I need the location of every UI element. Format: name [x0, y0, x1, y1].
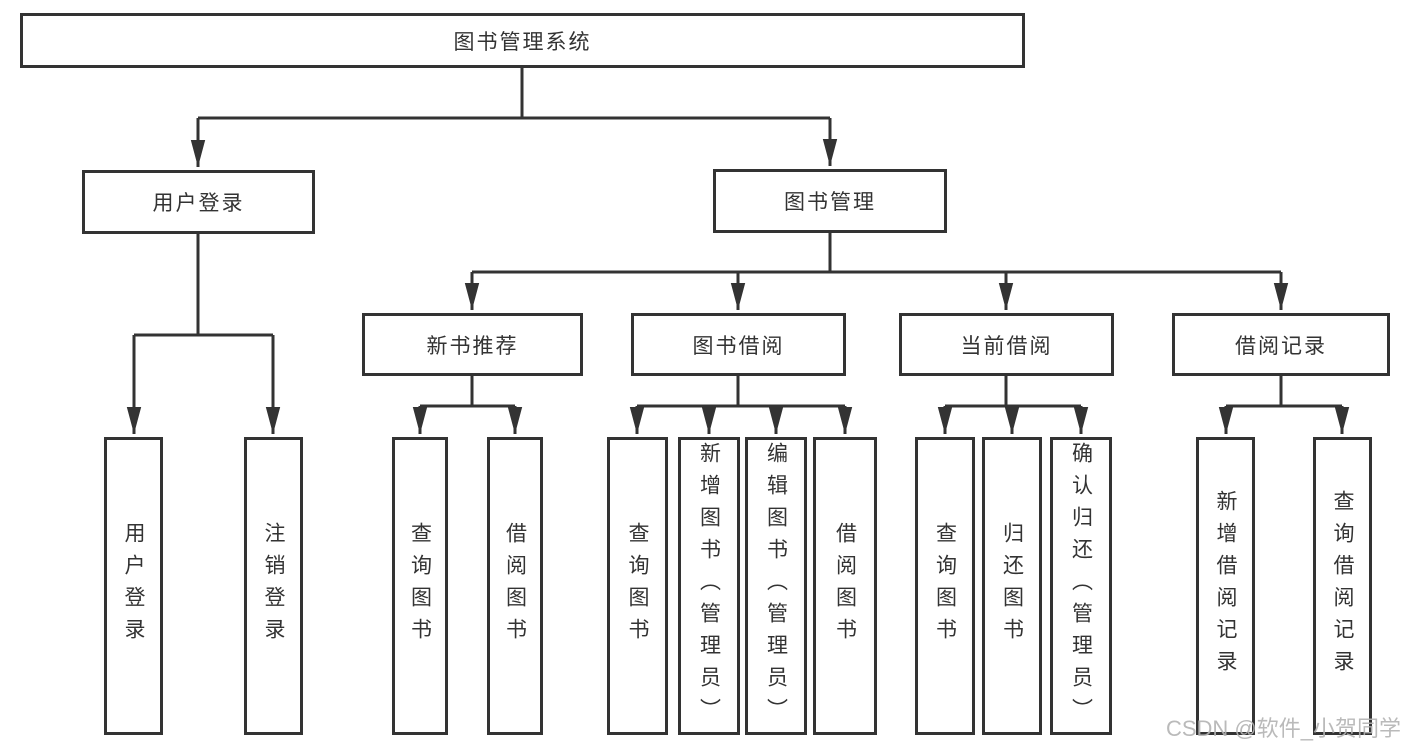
leaf-return-book-label: 归还图书 — [1000, 522, 1024, 650]
connector-root-to-level2 — [190, 68, 838, 167]
leaf-query-borrow-record-label: 查询借阅记录 — [1331, 490, 1354, 682]
leaf-edit-book-admin-label: 编辑图书（管理员） — [764, 442, 788, 730]
connector-book-management-children — [464, 233, 1289, 310]
leaf-user-login: 用户登录 — [104, 437, 163, 735]
node-user-login-label: 用户登录 — [152, 192, 245, 215]
watermark-text: CSDN @软件_小贺同学 — [1165, 716, 1401, 741]
leaf-query-books-borrow-label: 查询图书 — [626, 522, 649, 650]
node-root: 图书管理系统 — [20, 13, 1025, 68]
leaf-confirm-return-admin: 确认归还（管理员） — [1050, 437, 1112, 735]
leaf-add-book-admin-label: 新增图书（管理员） — [697, 442, 721, 730]
leaf-query-books-recommend-label: 查询图书 — [408, 522, 432, 650]
connector-user-login-children — [126, 234, 281, 434]
leaf-query-books-recommend: 查询图书 — [392, 437, 448, 735]
leaf-borrow-books-recommend: 借阅图书 — [487, 437, 543, 735]
leaf-add-borrow-record: 新增借阅记录 — [1196, 437, 1255, 735]
connector-borrow-records-children — [1218, 376, 1350, 434]
leaf-borrow-books-recommend-label: 借阅图书 — [503, 522, 527, 650]
leaf-add-borrow-record-label: 新增借阅记录 — [1214, 490, 1237, 682]
node-new-book-recommend-label: 新书推荐 — [426, 334, 519, 358]
leaf-edit-book-admin: 编辑图书（管理员） — [745, 437, 807, 735]
connector-new-book-recommend-children — [412, 376, 523, 434]
node-new-book-recommend: 新书推荐 — [362, 313, 583, 376]
leaf-query-books-current-label: 查询图书 — [933, 522, 957, 650]
node-current-borrow-label: 当前借阅 — [960, 334, 1053, 358]
node-book-management-label: 图书管理 — [784, 191, 876, 214]
connector-current-borrow-children — [937, 376, 1089, 434]
connector-book-borrow-children — [629, 376, 853, 434]
leaf-query-books-current: 查询图书 — [915, 437, 975, 735]
leaf-confirm-return-admin-label: 确认归还（管理员） — [1069, 442, 1093, 730]
node-book-borrow-label: 图书借阅 — [692, 334, 785, 358]
node-borrow-records: 借阅记录 — [1172, 313, 1390, 376]
node-user-login: 用户登录 — [82, 170, 315, 234]
leaf-user-login-label: 用户登录 — [122, 522, 145, 650]
leaf-add-book-admin: 新增图书（管理员） — [678, 437, 740, 735]
node-current-borrow: 当前借阅 — [899, 313, 1114, 376]
leaf-logout-label: 注销登录 — [262, 522, 285, 650]
node-book-management: 图书管理 — [713, 169, 947, 233]
leaf-borrow-books-2-label: 借阅图书 — [833, 522, 857, 650]
leaf-query-borrow-record: 查询借阅记录 — [1313, 437, 1372, 735]
node-borrow-records-label: 借阅记录 — [1235, 334, 1327, 358]
leaf-logout: 注销登录 — [244, 437, 303, 735]
node-root-label: 图书管理系统 — [453, 30, 592, 54]
node-book-borrow: 图书借阅 — [631, 313, 846, 376]
leaf-query-books-borrow: 查询图书 — [607, 437, 668, 735]
leaf-borrow-books-2: 借阅图书 — [813, 437, 877, 735]
leaf-return-book: 归还图书 — [982, 437, 1042, 735]
